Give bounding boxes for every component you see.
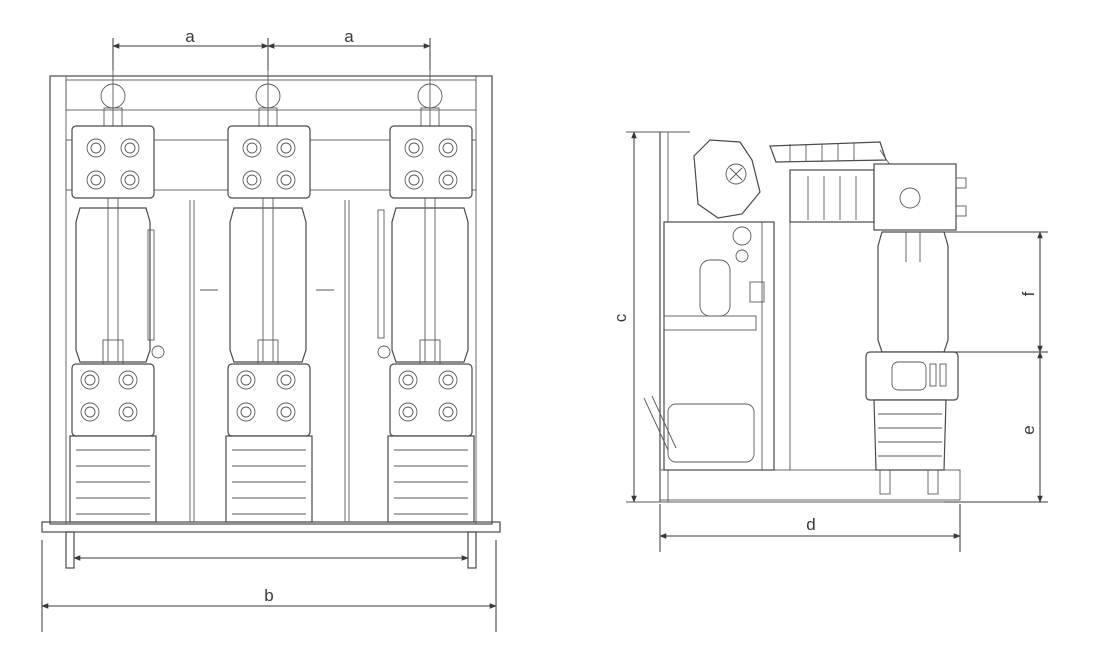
left-foot [65, 531, 75, 569]
operating-mechanism [643, 221, 791, 471]
dimension-label-d: d [806, 515, 815, 534]
pole-head [873, 163, 957, 231]
dimension-label-a-right: a [344, 27, 354, 46]
front-view: a a b [41, 27, 501, 632]
dimension-label-b: b [264, 586, 273, 605]
top-busbar [65, 79, 477, 111]
pole-3 [377, 68, 475, 523]
side-view: c f e d [611, 131, 1048, 552]
dimension-label-f: f [1019, 291, 1038, 296]
dimension-label-c: c [611, 313, 630, 322]
side-base [659, 469, 961, 501]
dimension-label-a-left: a [185, 27, 195, 46]
dimension-label-e: e [1019, 425, 1038, 434]
pole-2 [225, 68, 313, 523]
lower-insulator [873, 399, 947, 471]
right-foot [467, 531, 477, 569]
linkage [693, 139, 901, 219]
lower-terminal-block [865, 351, 959, 401]
pole-1 [69, 68, 165, 523]
front-frame [49, 75, 493, 525]
insulator-housing [789, 169, 875, 223]
vacuum-interrupter [877, 231, 949, 353]
